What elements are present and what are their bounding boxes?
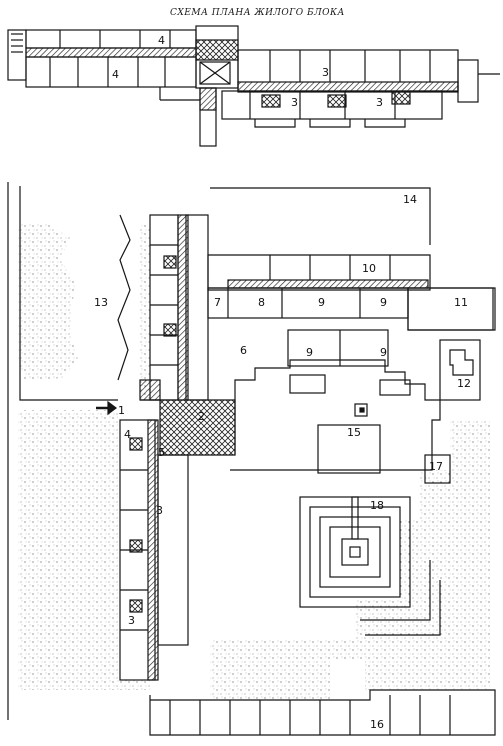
corridor-east — [237, 81, 459, 92]
east-wing-corridor — [227, 279, 429, 289]
podium-outline — [230, 359, 441, 471]
room-11 — [407, 287, 494, 331]
north-wing-flats — [149, 214, 179, 401]
label-18: 18 — [370, 499, 384, 512]
west-stair — [7, 29, 27, 81]
label-6: 6 — [240, 344, 247, 357]
label-16: 16 — [370, 718, 384, 731]
site-plan — [7, 182, 496, 736]
site-labels: 1 2 3 3 4 5 6 7 8 9 9 9 9 10 11 12 13 14… — [94, 193, 471, 731]
label-11: 11 — [454, 296, 468, 309]
pavilion-12 — [439, 339, 481, 401]
label-9a: 9 — [318, 296, 325, 309]
zone-13-edge — [117, 214, 131, 381]
south-flats — [221, 90, 443, 120]
label-9b: 9 — [380, 296, 387, 309]
top-label-4b: 4 — [112, 68, 119, 81]
label-1: 1 — [118, 404, 125, 417]
east-wing-rooms-7-9 — [207, 287, 409, 319]
corridor-west — [25, 47, 197, 58]
label-3a: 3 — [156, 504, 163, 517]
east-wing-rooms-10 — [207, 254, 431, 291]
label-5: 5 — [158, 446, 165, 459]
block-floor-plan — [7, 25, 500, 147]
south-wing-corridor — [147, 419, 159, 681]
building-16 — [149, 689, 496, 736]
top-label-3c: 3 — [376, 96, 383, 109]
label-9d: 9 — [380, 346, 387, 359]
stepped-garden-18 — [299, 496, 411, 608]
top-label-3b: 3 — [291, 96, 298, 109]
top-plan-labels: 4 4 3 3 3 — [112, 34, 383, 109]
green-area-southwest — [18, 410, 150, 690]
top-label-3a: 3 — [322, 66, 329, 79]
label-10: 10 — [362, 262, 376, 275]
label-3b: 3 — [128, 614, 135, 627]
room-17 — [424, 454, 451, 484]
lower-flats-row — [25, 56, 197, 88]
label-7: 7 — [214, 296, 221, 309]
diagram-title: СХЕМА ПЛАНА ЖИЛОГО БЛОКА — [170, 8, 345, 18]
label-4: 4 — [124, 428, 131, 441]
label-17: 17 — [429, 460, 443, 473]
rooms-9-south — [287, 329, 389, 367]
label-13: 13 — [94, 296, 108, 309]
green-area-13-left — [18, 222, 78, 380]
label-14: 14 — [403, 193, 417, 206]
label-2: 2 — [198, 410, 205, 423]
courtyard-15 — [317, 424, 381, 474]
entrance-arrowhead — [107, 400, 117, 416]
label-8: 8 — [258, 296, 265, 309]
top-label-4a: 4 — [158, 34, 165, 47]
label-9c: 9 — [306, 346, 313, 359]
green-area-southeast — [210, 420, 490, 700]
label-12: 12 — [457, 377, 471, 390]
label-15: 15 — [347, 426, 361, 439]
